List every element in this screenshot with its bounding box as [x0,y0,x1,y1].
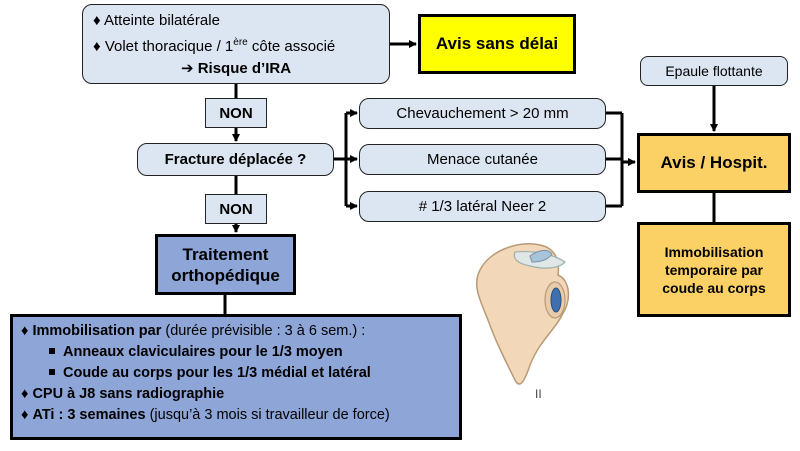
arrow-right-icon: ➔ [180,60,194,77]
square-bullet-icon [49,369,55,376]
avis-hospit-box: Avis / Hospit. [637,133,791,193]
diamond-bullet-icon: ♦ [21,323,29,339]
cpu-line: ♦ CPU à J8 sans radiographie [21,386,225,402]
avis-sans-delai-box: Avis sans délai [418,14,576,74]
shoulder-illustration: II [476,243,570,401]
non-label: NON [205,98,267,128]
immobilisation-temporaire-box: Immobilisation temporaire par coude au c… [637,222,791,317]
anneaux-line: Anneaux claviculaires pour le 1/3 moyen [21,342,451,363]
diamond-bullet-icon: ♦ [21,386,29,402]
coude-line: Coude au corps pour les 1/3 médial et la… [21,363,451,384]
traitement-orthopedique-box: Traitement orthopédique [155,234,296,295]
treatment-details-box: ♦ Immobilisation par (durée prévisible :… [10,314,462,440]
fracture-question-box: Fracture déplacée ? [137,143,334,176]
criteria-box: ♦ Atteinte bilatérale ♦ Volet thoracique… [82,4,390,84]
criterion-volet: ♦ Volet thoracique / 1ère côte associé [93,37,336,55]
immobilisation-line: ♦ Immobilisation par (durée prévisible :… [21,323,366,339]
risk-ira: ➔ Risque d’IRA [180,60,292,77]
option-chevauchement: Chevauchement > 20 mm [359,98,606,129]
ati-line: ♦ ATi : 3 semaines (jusqu’à 3 mois si tr… [21,407,390,423]
figure-label: II [535,387,542,401]
diamond-bullet-icon: ♦ [21,407,29,423]
diamond-bullet-icon: ♦ [93,12,101,29]
square-bullet-icon [49,348,55,355]
option-menace-cutanee: Menace cutanée [359,144,606,175]
option-neer-2: # 1/3 latéral Neer 2 [359,191,606,222]
epaule-flottante-box: Epaule flottante [640,56,788,86]
criterion-bilateral: ♦ Atteinte bilatérale [93,12,220,29]
non-label: NON [205,194,267,224]
diamond-bullet-icon: ♦ [93,38,101,55]
